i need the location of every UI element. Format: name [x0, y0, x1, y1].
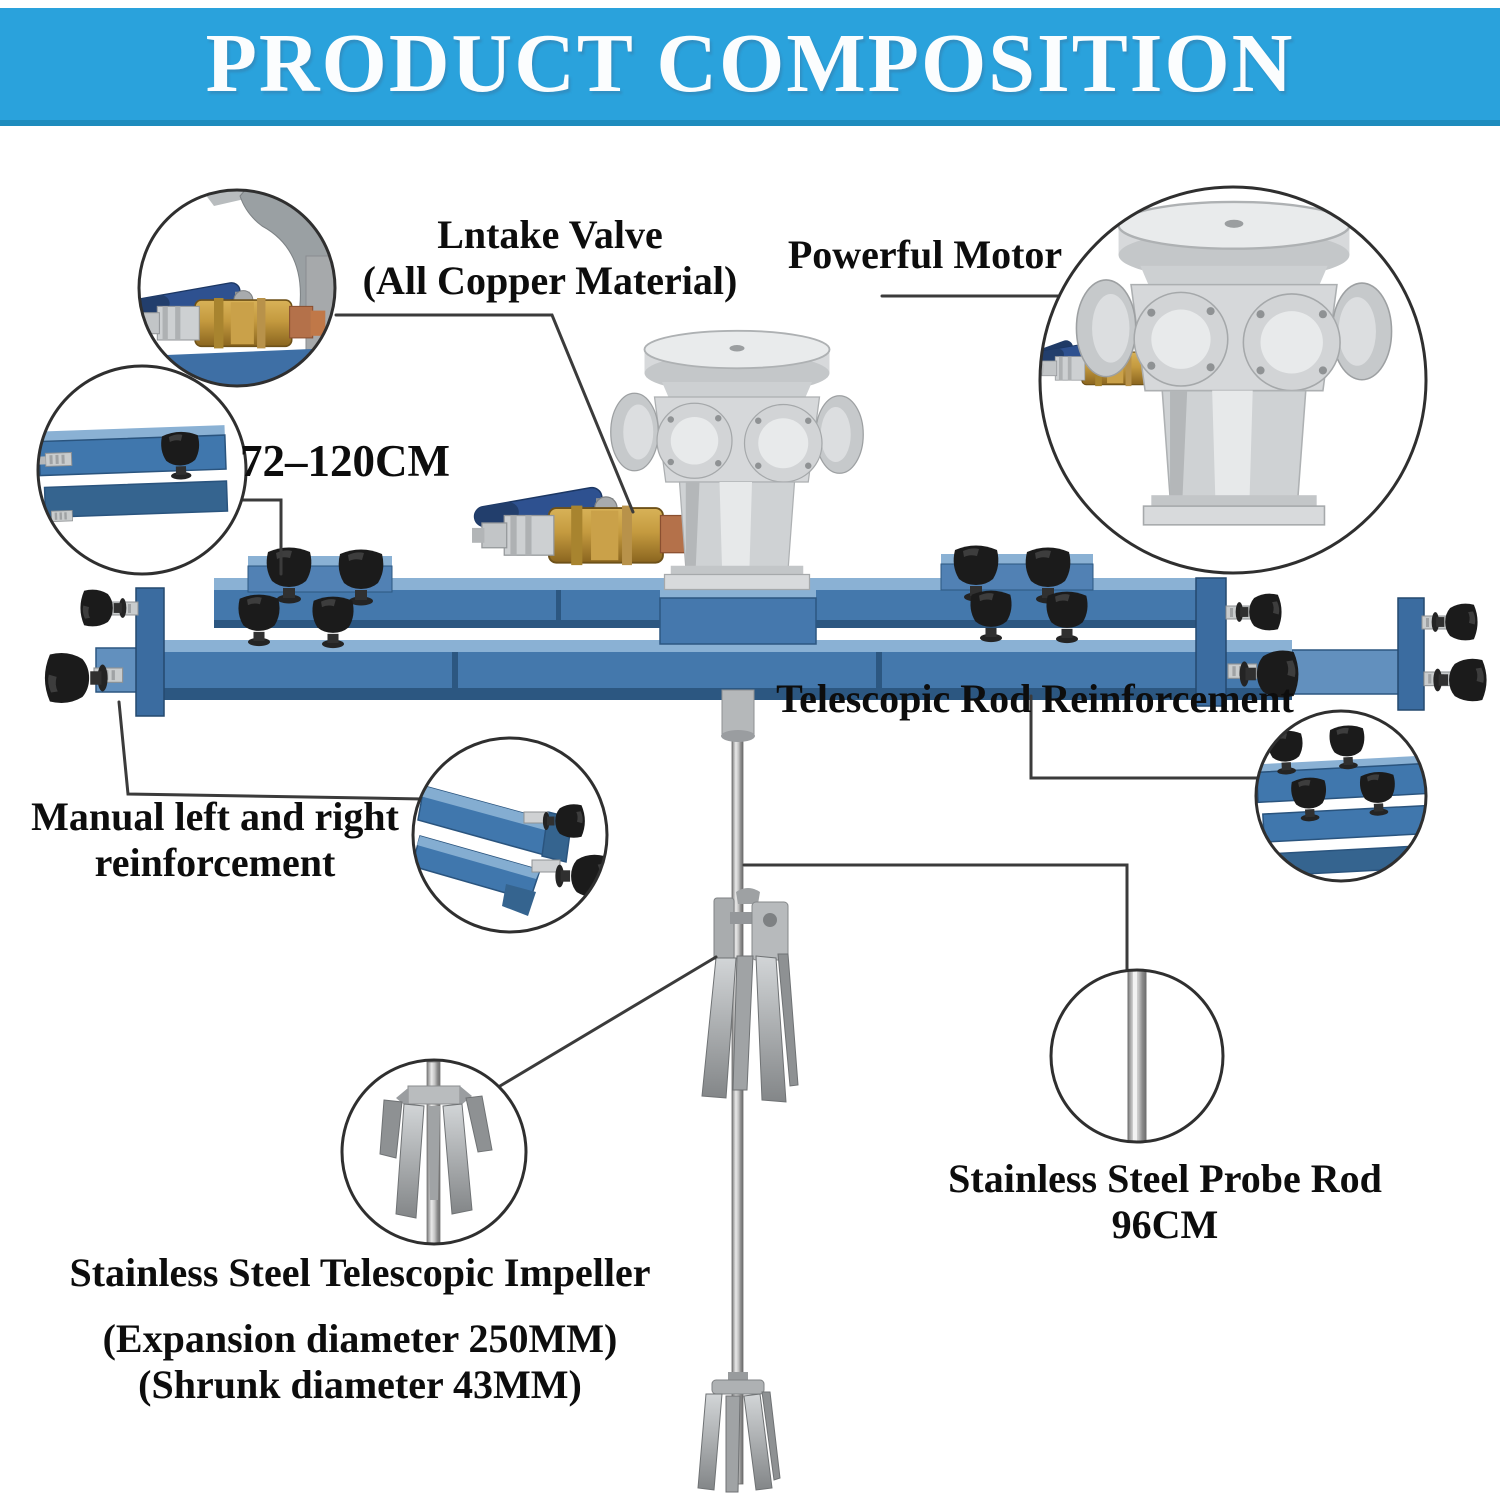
probe-rod: [721, 689, 755, 1485]
manual-reinforcement-label: Manual left and right reinforcement: [31, 794, 399, 885]
telescopic-beam: [44, 545, 1487, 717]
reinforcement-detail-circle: [1254, 709, 1428, 883]
impeller-detail-circle: [340, 1058, 528, 1246]
page-title: PRODUCT COMPOSITION: [205, 17, 1295, 110]
intake-valve-label: Lntake Valve (All Copper Material): [362, 212, 738, 303]
rail-detail-circle: [36, 364, 248, 576]
telescopic-range-label: 72–120CM: [240, 436, 450, 486]
probe-rod-detail-circle: [1049, 968, 1225, 1144]
telescopic-impeller: [701, 888, 799, 1103]
telescopic-rod-label: Telescopic Rod Reinforcement: [776, 676, 1294, 721]
motor-pedestal: [659, 586, 817, 645]
motor-detail-circle: [1038, 185, 1428, 575]
powerful-motor-label: Powerful Motor: [787, 232, 1063, 277]
intake-valve: [471, 485, 704, 567]
impeller-dimensions-label: (Expansion diameter 250MM) (Shrunk diame…: [102, 1316, 618, 1407]
bottom-impeller: [697, 1372, 781, 1493]
callout-lines: [117, 294, 1259, 1088]
bracket-detail-circle: [411, 736, 609, 934]
probe-rod-label: Stainless Steel Probe Rod 96CM: [948, 1156, 1382, 1247]
impeller-title-label: Stainless Steel Telescopic Impeller: [69, 1250, 651, 1295]
header-banner: PRODUCT COMPOSITION: [0, 8, 1500, 126]
